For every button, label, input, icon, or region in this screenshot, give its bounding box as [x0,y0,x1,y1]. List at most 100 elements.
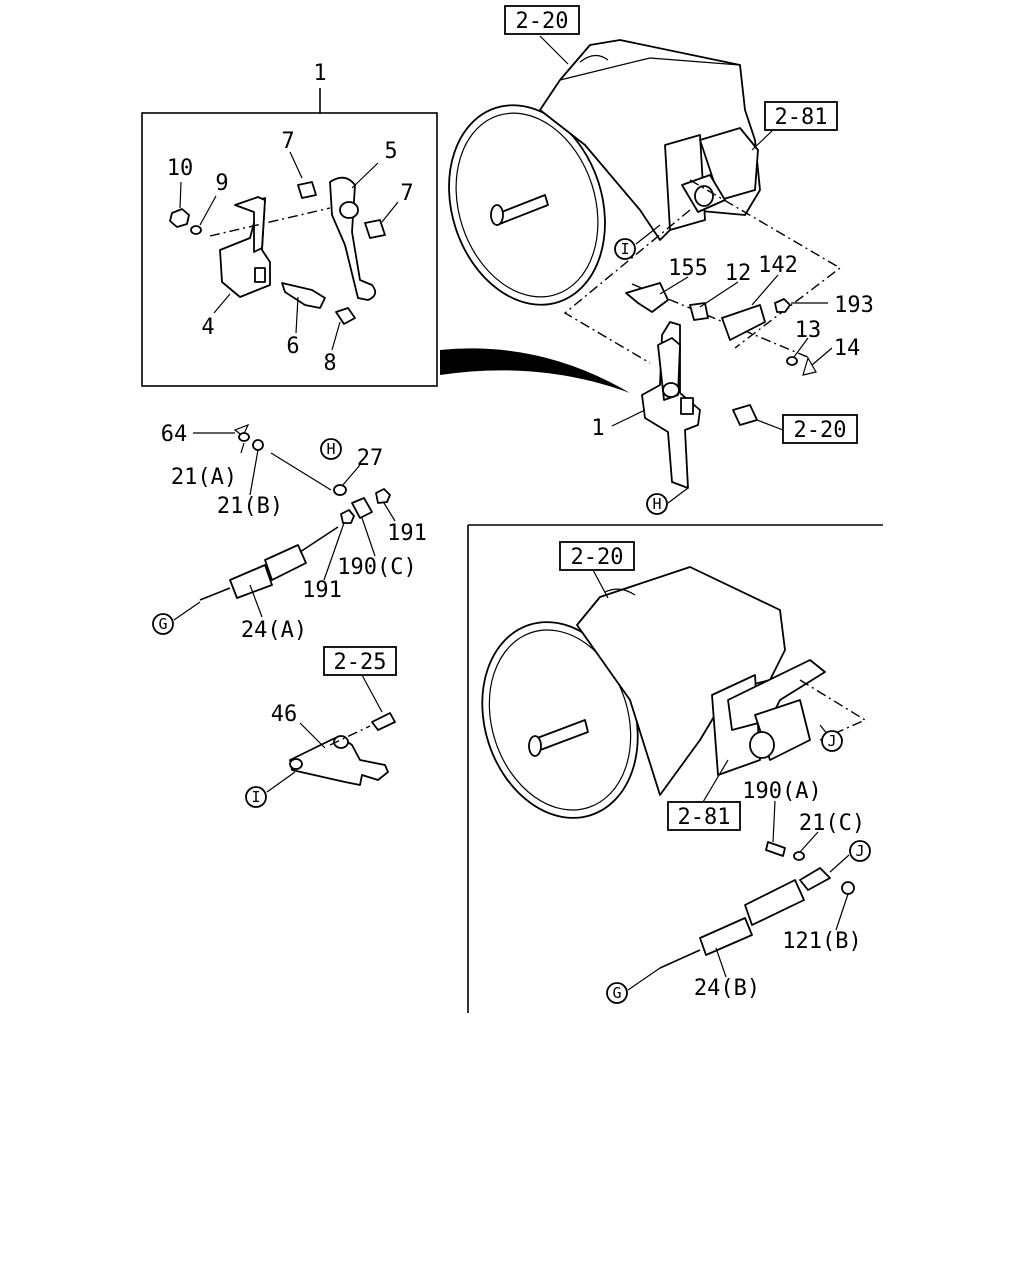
ref-label-220-top: 2-20 [516,9,569,34]
shift-rail-lower [727,659,826,731]
ref-frame-220-mid [782,414,858,444]
lever-46-hole-b [333,735,349,749]
ref-box-220-low: 2-20 [559,541,635,571]
connector-label-i-top: I [620,240,629,258]
bracket-1-stud [680,397,694,415]
leader-155 [659,276,689,295]
label-part-46: 46 [271,702,298,727]
lever-46-hole-a [289,758,303,770]
bushing-7a-drawing [297,181,317,199]
connector-circle-i-left [245,786,267,808]
connector-g-left: G [152,613,174,635]
label-part-142: 142 [758,253,798,278]
ref-box-281-low: 2-81 [667,801,741,831]
cable-24b-core [659,949,701,969]
connector-i-left: I [245,786,267,808]
connector-j-lower: J [849,840,871,862]
connector-label-j-lower: J [855,842,864,860]
leader-10 [179,181,182,209]
cable-24b-end [799,867,831,891]
washer-9-drawing [190,225,202,235]
ref-box-281-top: 2-81 [764,101,838,131]
leader-4 [213,293,231,314]
lever-5-drawing [329,176,377,301]
connector-circle-j-panel [821,730,843,752]
connector-h-mid: H [646,493,668,515]
label-part-27: 27 [357,446,384,471]
joint-190c-drawing [351,497,373,519]
label-part-193: 193 [834,293,874,318]
ref-frame-281-low [667,801,741,831]
label-part-191b: 191 [302,578,342,603]
connector-circle-g-lower [606,982,628,1004]
bolt-225-drawing [371,712,396,731]
label-part-1-mid: 1 [591,416,604,441]
cable-24a-body [229,564,273,599]
bushing-7b-drawing [364,219,386,239]
connector-circle-h-left [320,438,342,460]
inset-frame [141,112,438,387]
inset-arrow [440,348,630,393]
leader-14 [811,347,833,366]
connector-circle-j-lower [849,840,871,862]
nut-191a-drawing [375,488,391,504]
leader-46 [299,722,326,749]
nut-27-drawing [333,484,347,496]
axis-line-46 [329,725,371,746]
label-part-24b: 24(B) [694,976,760,1001]
leader-281-low [702,759,729,803]
connector-g-lower: G [606,982,628,1004]
label-part-7a: 7 [281,129,294,154]
ref-frame-220-top [504,5,580,35]
axis-line-mid [631,283,811,359]
block-142-drawing [721,304,766,341]
shift-shaft-lower [749,731,775,759]
label-part-8: 8 [323,351,336,376]
leader-24b [715,947,727,978]
washer-21c-drawing [793,851,805,861]
leader-220-mid [756,419,784,431]
cable-group-b: 190(A) 21(C) 121(B) 24(B) [627,724,865,1001]
label-part-12: 12 [725,261,752,286]
leader-7a [289,151,303,179]
dash-frame-right [689,179,842,349]
lever-5-hole [339,201,359,219]
label-part-14: 14 [834,336,861,361]
cable-24a-core [199,587,231,601]
lever-46-group: 46 [266,674,396,793]
leader-225 [361,674,383,713]
case-boss-lower [604,588,636,596]
leader-9 [199,195,217,226]
cable-group-a: 64 21(A) 21(B) 27 191 190(C) 191 24(A) [161,422,427,643]
washer-21a-drawing [238,432,250,442]
label-part-191a: 191 [387,521,427,546]
label-part-6: 6 [286,334,299,359]
axis-line-inset [209,207,331,237]
connector-label-g-lower: G [612,984,621,1002]
leader-6 [295,296,299,334]
ref-box-225: 2-25 [323,646,397,676]
leader-h-mid [667,487,689,504]
connector-i-top: I [614,238,636,260]
leader-191b [323,522,345,581]
connector-j-panel: J [821,730,843,752]
label-part-1-top: 1 [313,61,326,86]
leader-220-top [539,35,569,65]
ref-label-281-low: 2-81 [678,805,731,830]
connector-label-h-mid: H [652,495,661,513]
bell-housing-rim-top [455,112,599,298]
label-part-24a: 24(A) [241,618,307,643]
leader-12 [699,281,739,308]
bolt-12-drawing [689,302,709,321]
leader-g-left [173,601,201,621]
nut-193-drawing [774,298,791,313]
label-part-21a: 21(A) [171,465,237,490]
leader-21c [799,831,819,853]
ref-label-220-low: 2-20 [571,545,624,570]
transmission-top [448,35,774,306]
nut-10-drawing [169,208,190,228]
label-part-9: 9 [215,171,228,196]
ref-label-225: 2-25 [334,650,387,675]
leader-j-lower [829,854,850,873]
